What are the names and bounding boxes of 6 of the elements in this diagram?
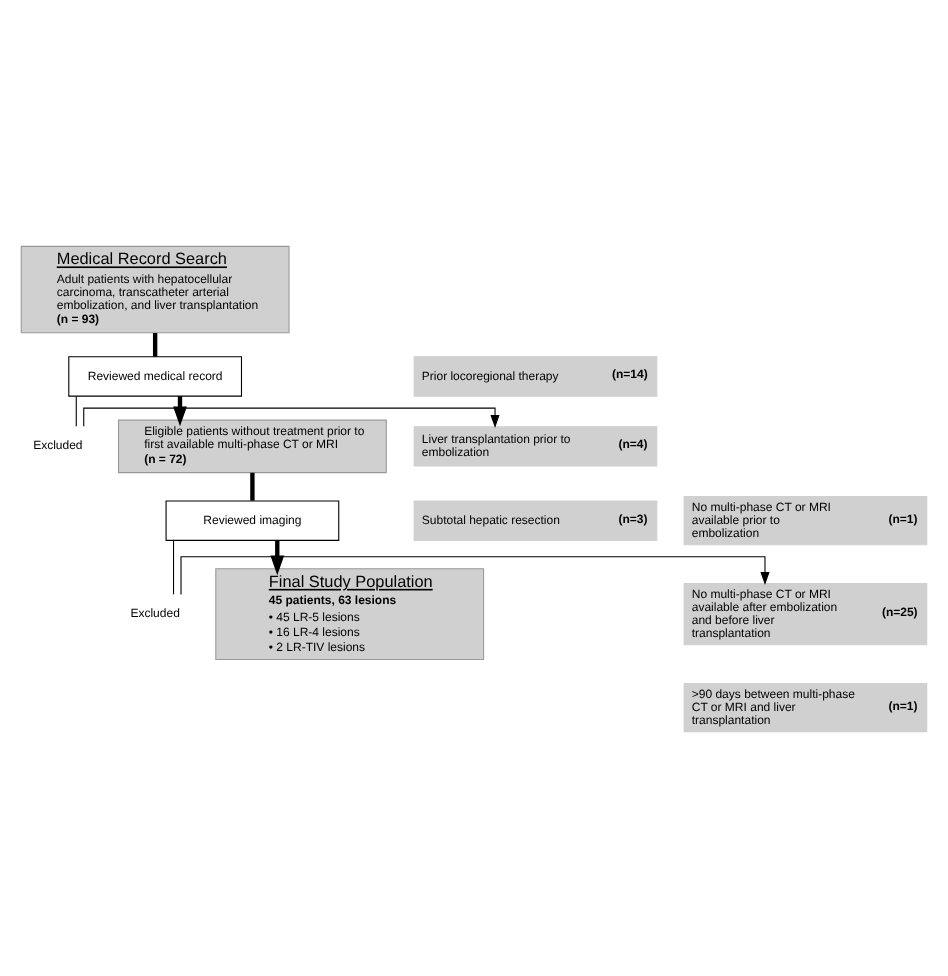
connector	[173, 538, 175, 594]
connector	[250, 471, 255, 500]
connector	[152, 332, 158, 356]
arrow	[180, 555, 770, 594]
arrow	[83, 406, 500, 427]
connector	[75, 394, 77, 426]
